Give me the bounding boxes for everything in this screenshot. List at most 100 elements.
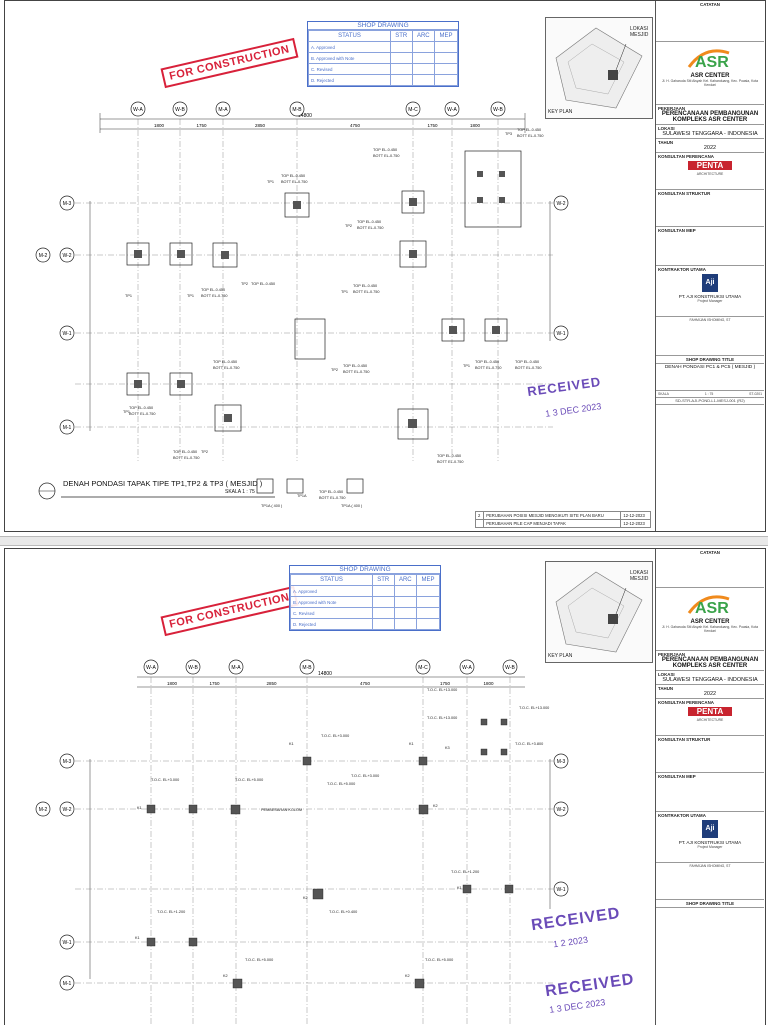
dimension-label: 4750 bbox=[360, 681, 371, 686]
footing-tp1 bbox=[126, 242, 150, 266]
tag-bott-el: BOTT EL-0.750 bbox=[213, 366, 240, 370]
grid-bubble-right-label: W-2 bbox=[556, 201, 565, 207]
tag-tp1: TP1 bbox=[123, 410, 130, 414]
tag-toc: T.O.C. EL+13.000 bbox=[427, 688, 457, 692]
grid-bubble-right bbox=[553, 325, 569, 341]
column-k2 bbox=[418, 804, 429, 815]
status-row: C. Revised bbox=[308, 63, 458, 75]
grid-bubble-left bbox=[59, 975, 75, 991]
grid-bubble-left bbox=[59, 934, 75, 950]
aji-logo-icon: Aji bbox=[702, 274, 718, 292]
drafter-name: FAHMIJAN ISHOMING, ST bbox=[689, 318, 731, 322]
key-plan-marker: LOKASI MESJID bbox=[630, 570, 649, 582]
grid-bubble-top bbox=[444, 101, 460, 117]
status-header: MEP bbox=[434, 30, 458, 42]
tag-k1: K1 bbox=[135, 936, 140, 940]
tag-top-el: TOP EL-0.450 bbox=[251, 282, 275, 286]
tag-top-el: TOP EL-0.450 bbox=[213, 360, 237, 364]
status-check-cell[interactable] bbox=[416, 607, 440, 619]
status-check-cell[interactable] bbox=[389, 74, 413, 86]
tag-bott-el: BOTT EL-0.750 bbox=[319, 496, 346, 500]
status-check-cell[interactable] bbox=[393, 607, 418, 619]
status-check-cell[interactable] bbox=[393, 596, 418, 608]
location-value: SULAWESI TENGGARA - INDONESIA bbox=[662, 677, 758, 683]
grid-bubble-top bbox=[405, 101, 421, 117]
status-check-cell[interactable] bbox=[411, 52, 436, 64]
tag-top-el: TOP EL-0.450 bbox=[373, 148, 397, 152]
grid-bubble-top bbox=[130, 101, 146, 117]
footing-tp2-ramp bbox=[294, 318, 326, 360]
work-label: PEKERJAAN bbox=[658, 106, 686, 111]
status-check-cell[interactable] bbox=[371, 618, 395, 630]
sheet-title: DENAH PONDASI PC1 & PC5 ( MESJID ) bbox=[664, 365, 756, 370]
contractor-name: PT. AJI KONSTRUKSI UTAMA bbox=[678, 840, 742, 845]
status-check-cell[interactable] bbox=[434, 41, 458, 53]
status-check-cell[interactable] bbox=[411, 63, 436, 75]
work-title: PERENCANAAN PEMBANGUNAN KOMPLEKS ASR CEN… bbox=[661, 111, 759, 123]
key-plan-map bbox=[555, 27, 643, 109]
tag-top-el: TOP EL-0.450 bbox=[437, 454, 461, 458]
status-check-cell[interactable] bbox=[416, 618, 440, 630]
client-address: Jl. H. Gaharuda Siti Aisyah Kel. Kahandu… bbox=[661, 625, 759, 634]
footing-tp1a bbox=[256, 478, 274, 494]
footing-tp1a bbox=[346, 478, 364, 494]
status-check-cell[interactable] bbox=[416, 596, 440, 608]
grid-bubble-left-label: M-1 bbox=[63, 425, 72, 431]
dimension-label: 4750 bbox=[350, 123, 361, 128]
footing-tp1 bbox=[169, 372, 193, 396]
status-check-cell[interactable] bbox=[371, 607, 395, 619]
status-check-cell[interactable] bbox=[416, 585, 440, 597]
revision-no: 2 bbox=[474, 511, 485, 520]
grid-bubble-top-label: M-A bbox=[231, 665, 241, 671]
status-check-cell[interactable] bbox=[434, 74, 458, 86]
grid-bubble-left-label: M-1 bbox=[63, 981, 72, 987]
status-check-cell[interactable] bbox=[389, 63, 413, 75]
grid-bubble-left-label: M-3 bbox=[63, 759, 72, 765]
page-separator bbox=[0, 536, 768, 546]
grid-bubble-left bbox=[59, 753, 75, 769]
tag-tp2: TP2 bbox=[331, 368, 338, 372]
revision-date: 12-12-2023 bbox=[620, 511, 651, 520]
status-check-cell[interactable] bbox=[371, 585, 395, 597]
tag-tp2: TP2 bbox=[241, 282, 248, 286]
status-option: C. Revised bbox=[290, 607, 373, 619]
grid-bubble-top bbox=[228, 659, 244, 675]
status-header: STR bbox=[371, 574, 395, 586]
status-header: STATUS bbox=[308, 30, 391, 42]
year-label: TAHUN bbox=[658, 686, 674, 691]
grid-bubble-right bbox=[553, 753, 569, 769]
tag-toc: T.O.C. EL+0.400 bbox=[329, 910, 357, 914]
tag-top-el: TOP EL-0.450 bbox=[319, 490, 343, 494]
status-check-cell[interactable] bbox=[411, 74, 436, 86]
status-check-cell[interactable] bbox=[371, 596, 395, 608]
tag-toc: T.O.C. EL+3.800 bbox=[515, 742, 543, 746]
status-row: C. Revised bbox=[290, 607, 440, 619]
status-check-cell[interactable] bbox=[393, 585, 418, 597]
status-check-cell[interactable] bbox=[389, 52, 413, 64]
column-k1 bbox=[146, 804, 156, 814]
grid-bubble-top-label: M-C bbox=[408, 107, 418, 113]
status-option: B. Approved with Note bbox=[308, 52, 391, 64]
status-check-cell[interactable] bbox=[411, 41, 436, 53]
notes-label: CATATAN bbox=[700, 550, 720, 555]
status-option: D. Rejected bbox=[308, 74, 391, 86]
grid-bubble-top-label: M-C bbox=[418, 665, 428, 671]
status-check-cell[interactable] bbox=[389, 41, 413, 53]
status-check-cell[interactable] bbox=[393, 618, 418, 630]
key-plan-map bbox=[555, 571, 643, 653]
status-check-cell[interactable] bbox=[434, 63, 458, 75]
status-check-cell[interactable] bbox=[434, 52, 458, 64]
status-option: A. Approved bbox=[290, 585, 373, 597]
mep-label: KONSULTAN MEP bbox=[658, 774, 696, 779]
grid-bubbles-right: W-2W-1 bbox=[553, 195, 569, 341]
location-value: SULAWESI TENGGARA - INDONESIA bbox=[662, 131, 758, 137]
status-header: ARC bbox=[393, 574, 418, 586]
code-value: ST-0201 bbox=[749, 392, 762, 396]
key-plan: LOKASI MESJID KEY PLAN bbox=[545, 561, 653, 663]
